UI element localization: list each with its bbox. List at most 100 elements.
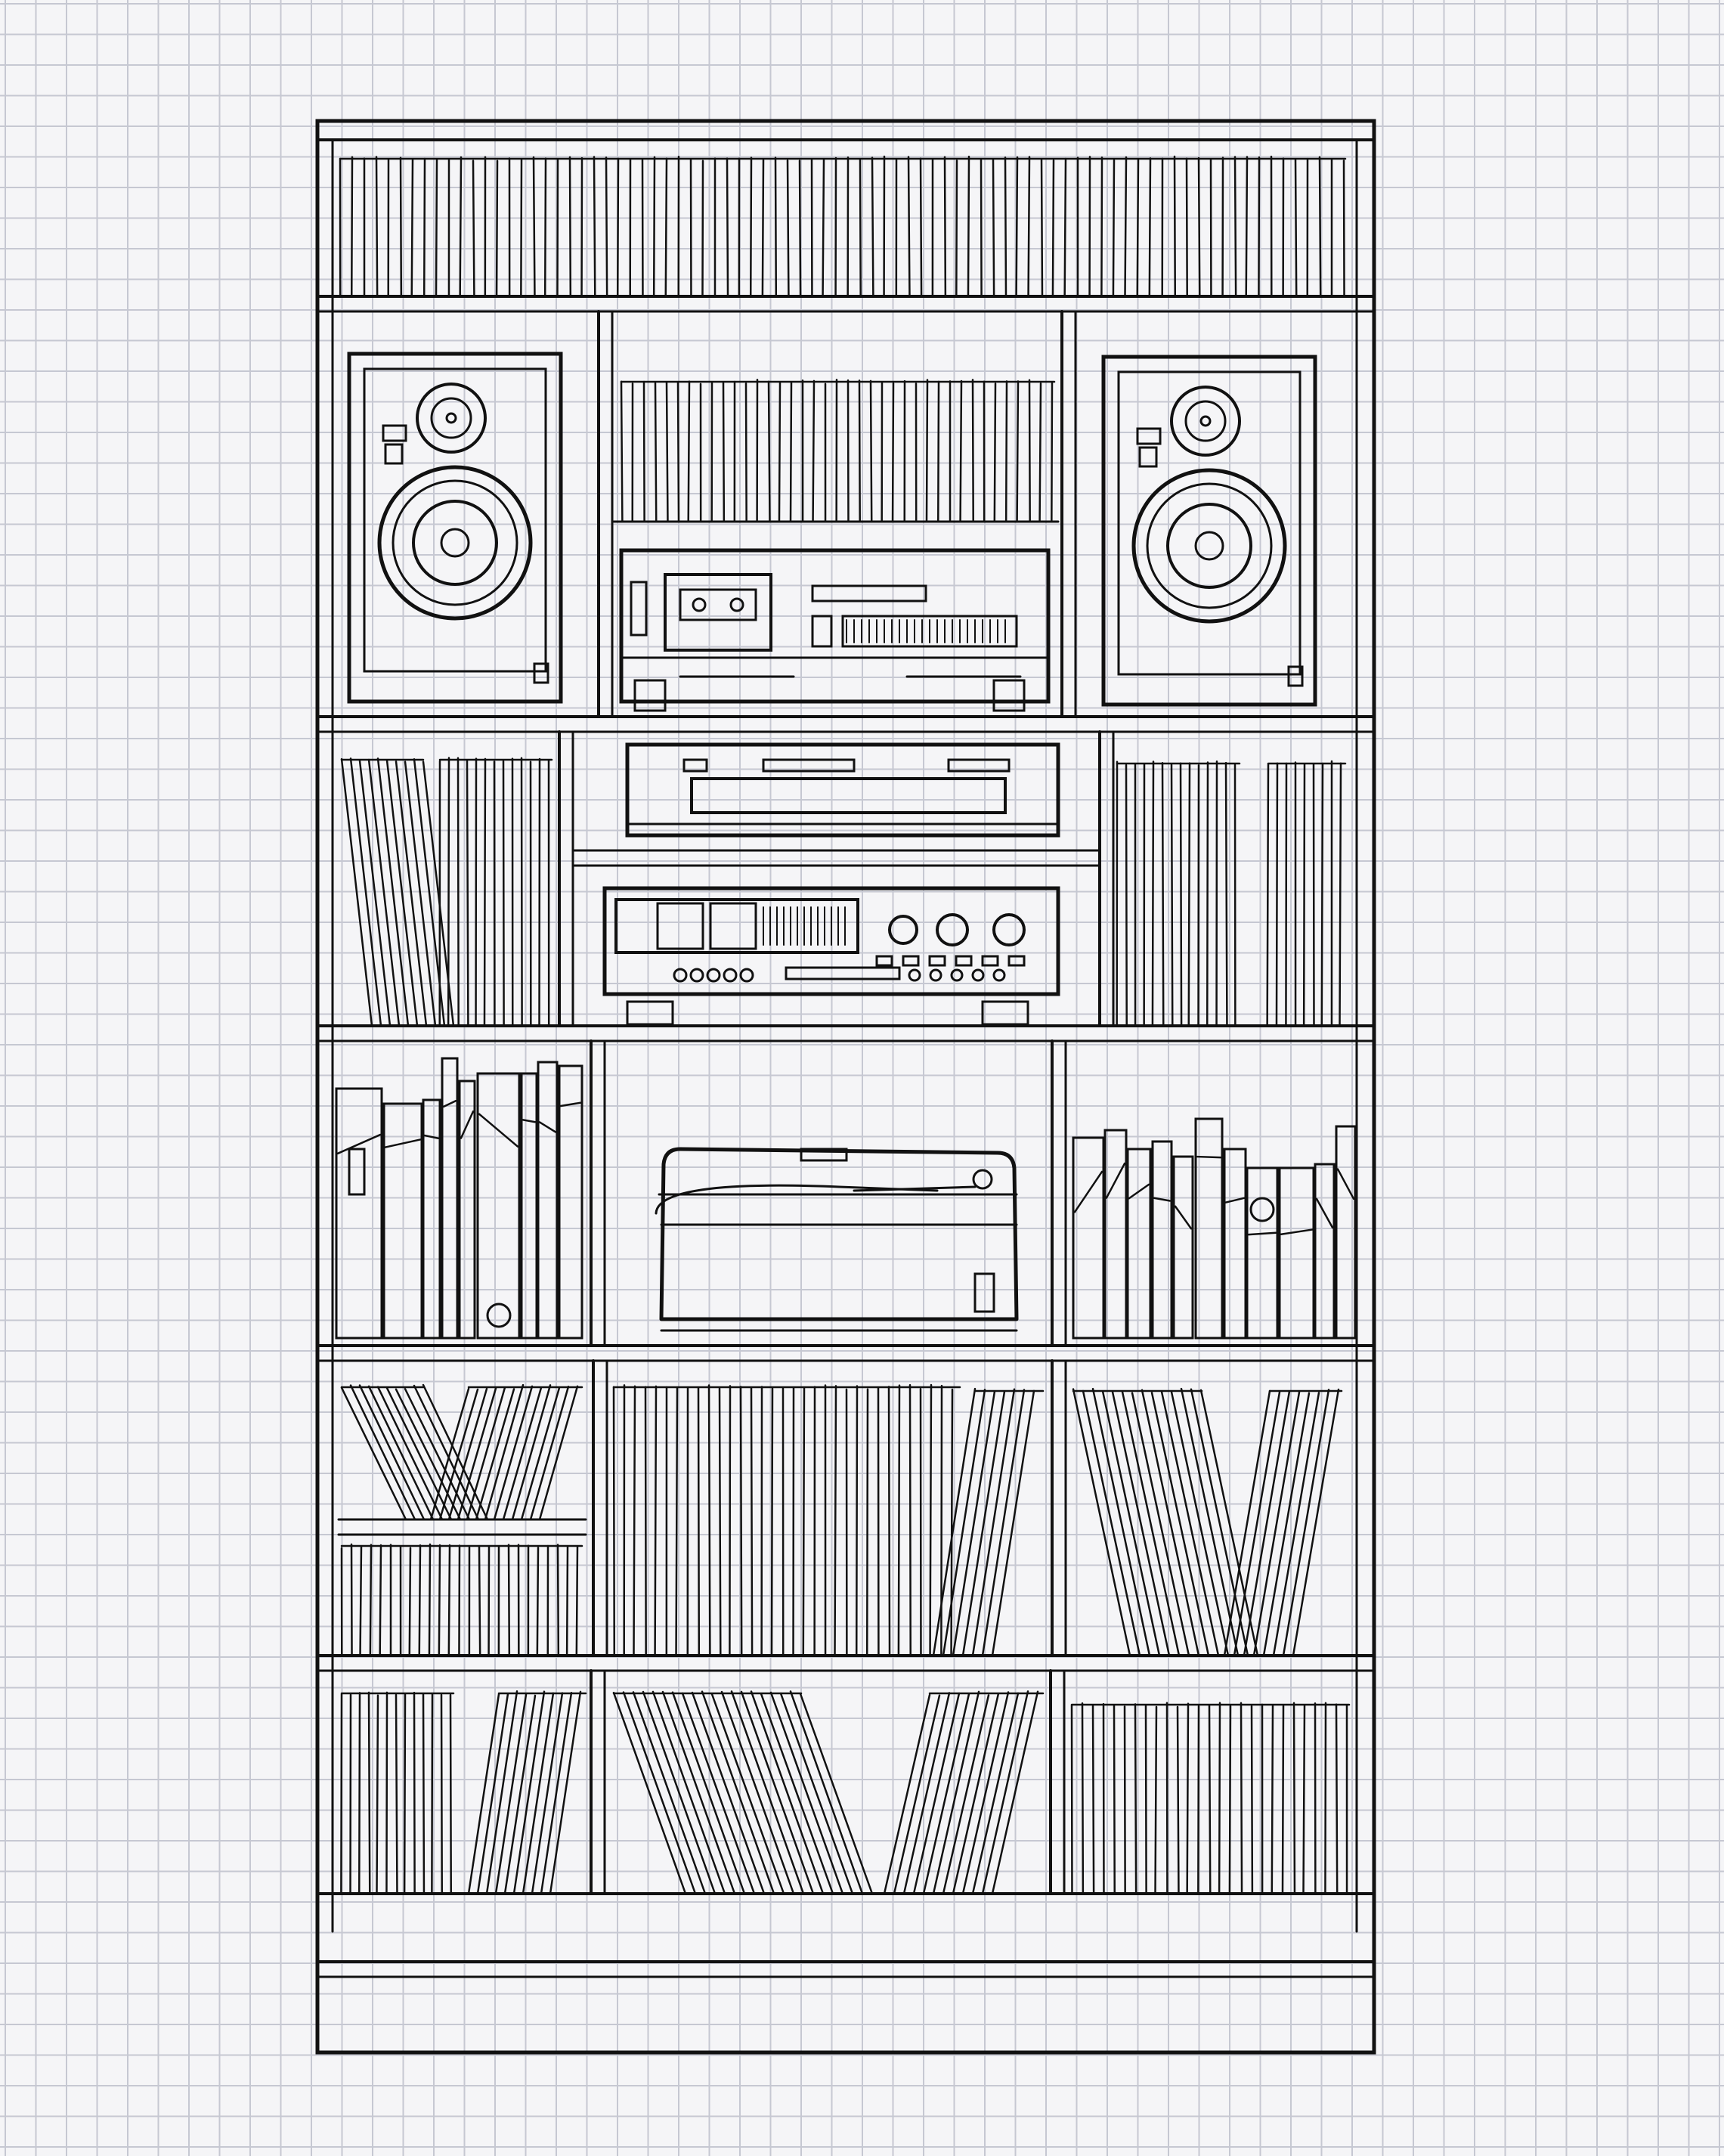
- receiver-switch: [928, 955, 946, 967]
- record-spine: [447, 1387, 488, 1521]
- record-spine: [654, 1385, 658, 1657]
- record-spine: [1294, 157, 1298, 298]
- record-spine: [403, 1693, 407, 1895]
- record-spine: [404, 1387, 471, 1521]
- record-spine: [729, 1385, 732, 1657]
- record-spine: [1091, 1705, 1095, 1895]
- vcr-button-right: [947, 758, 1011, 773]
- record-spine: [1292, 1388, 1340, 1657]
- record-spine: [871, 156, 874, 298]
- book-title-band: [423, 1134, 440, 1140]
- record-spine: [536, 1546, 540, 1657]
- record-spine: [376, 757, 410, 1027]
- record-spine: [1131, 1392, 1190, 1657]
- record-spine: [367, 758, 401, 1027]
- book-spine: [520, 1072, 538, 1340]
- vcr-button: [682, 758, 708, 773]
- record-spine: [902, 1692, 951, 1895]
- record-spine: [644, 1386, 647, 1657]
- left-speaker: [347, 352, 563, 704]
- record-spine: [633, 1385, 636, 1657]
- record-spine: [435, 158, 438, 298]
- record-spine: [349, 757, 382, 1027]
- record-spine: [349, 1384, 416, 1521]
- record-spine: [622, 1691, 697, 1895]
- record-spine: [1190, 1388, 1249, 1657]
- book-title-band: [1073, 1170, 1103, 1213]
- record-spine: [769, 1691, 844, 1895]
- record-spine: [467, 1693, 500, 1895]
- record-spine: [1302, 763, 1306, 1027]
- record-spine: [422, 1693, 426, 1895]
- record-bin-row2-left-a: [340, 1691, 455, 1895]
- record-spine: [760, 1693, 834, 1895]
- tweeter-center: [1199, 415, 1212, 427]
- record-spine: [883, 1693, 931, 1895]
- woofer-dustcap: [440, 528, 470, 558]
- record-spine: [750, 1690, 825, 1895]
- receiver-small-knob: [689, 968, 704, 983]
- vcr-display: [762, 758, 856, 773]
- receiver-label-strip: [785, 966, 901, 980]
- record-spine: [922, 1693, 970, 1895]
- book-title-band: [442, 1100, 457, 1108]
- book: [537, 1061, 559, 1340]
- record-spine: [466, 1386, 506, 1521]
- record-spine: [385, 759, 419, 1027]
- book-title-band: [384, 1138, 422, 1148]
- book-title-band: [1336, 1168, 1355, 1200]
- speaker-label: [382, 424, 407, 442]
- book: [1103, 1129, 1128, 1340]
- book: [422, 1098, 441, 1340]
- woofer-outer: [377, 465, 533, 621]
- record-spine: [1091, 1387, 1151, 1657]
- record-spine: [799, 1693, 874, 1895]
- speaker-face: [1117, 370, 1302, 676]
- book-title-band: [1105, 1162, 1126, 1199]
- book: [1278, 1166, 1315, 1340]
- receiver-switch: [981, 955, 999, 967]
- tonearm-pivot: [972, 1169, 993, 1190]
- record-spine: [531, 1692, 564, 1895]
- record-spine: [1342, 160, 1345, 298]
- record-bin-row1-left-a: [340, 1383, 489, 1521]
- record-spine: [943, 156, 947, 298]
- turntable-body: [659, 1147, 1019, 1321]
- cassette-tape: [679, 588, 757, 621]
- record-spine: [429, 1387, 470, 1521]
- receiver-small-knob-right: [992, 968, 1006, 982]
- tweeter-dome: [1184, 400, 1227, 442]
- record-spine: [476, 1693, 509, 1895]
- record-spine: [616, 157, 620, 298]
- book-title-band: [1247, 1231, 1277, 1236]
- shelf-outline: [315, 119, 1376, 2055]
- record-spine: [459, 156, 463, 298]
- speaker-cabinet: [347, 352, 563, 704]
- record-spine: [1187, 762, 1191, 1027]
- record-spine: [1016, 380, 1020, 523]
- record-spine: [1258, 156, 1261, 298]
- record-spine: [1004, 156, 1007, 298]
- record-spine: [422, 1383, 489, 1521]
- record-spine: [858, 379, 861, 523]
- cassette-meter: [841, 615, 1018, 648]
- book-spine: [422, 1098, 441, 1340]
- record-spine: [1170, 1390, 1230, 1657]
- book: [1246, 1166, 1279, 1340]
- record-spine: [447, 757, 450, 1027]
- book-title-band: [1280, 1228, 1314, 1236]
- record-bin-row1-left-lower: [340, 1543, 583, 1657]
- record-spine: [410, 158, 414, 298]
- receiver-foot-left: [626, 1000, 674, 1026]
- record-spine: [1302, 1704, 1306, 1895]
- record-spine: [961, 1390, 1006, 1657]
- receiver-body: [602, 886, 1060, 996]
- record-spine: [907, 156, 911, 298]
- record-spine: [449, 1693, 452, 1895]
- record-spine: [612, 1691, 687, 1895]
- record-bin-row1-mid-b: [932, 1387, 1045, 1657]
- book-spine: [1278, 1166, 1315, 1340]
- record-spine: [556, 158, 559, 298]
- record-bin-top: [339, 155, 1347, 298]
